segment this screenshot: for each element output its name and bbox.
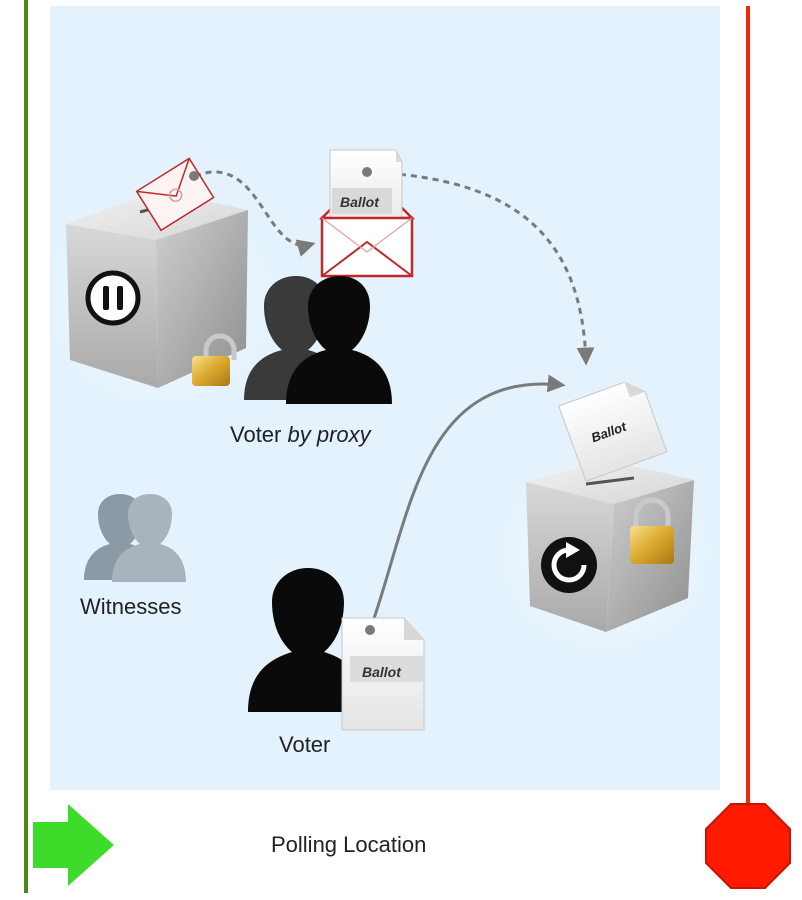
refresh-icon	[541, 537, 597, 593]
start-line	[24, 0, 28, 893]
voter-label: Voter	[279, 732, 330, 757]
proxy-cast-path	[366, 170, 595, 366]
pause-icon	[85, 270, 141, 326]
stop-sign-icon	[705, 803, 791, 889]
padlock-icon	[630, 497, 674, 564]
green-arrow-icon	[33, 804, 114, 886]
envelope-connector-dot	[189, 171, 199, 181]
proxy-transfer-path	[194, 170, 316, 257]
active-ballot-box	[495, 455, 715, 655]
voter-ballot: Ballot	[341, 617, 425, 731]
voter-ballot-label: Ballot	[362, 664, 402, 680]
voter-cast-path	[368, 374, 566, 631]
voter-icon	[248, 568, 366, 712]
envelope-ballot-label: Ballot	[340, 194, 380, 210]
envelope-ballot: Ballot	[318, 149, 416, 278]
witnesses-label: Witnesses	[80, 594, 181, 619]
cast-ballot: Ballot	[558, 381, 668, 482]
padlock-icon	[192, 333, 237, 386]
polling-location-label: Polling Location	[271, 832, 426, 857]
proxy-voter-icon	[244, 276, 392, 404]
end-line	[746, 6, 750, 816]
witnesses-icon	[84, 494, 186, 582]
voter-proxy-label: Voter by proxy	[230, 422, 373, 447]
